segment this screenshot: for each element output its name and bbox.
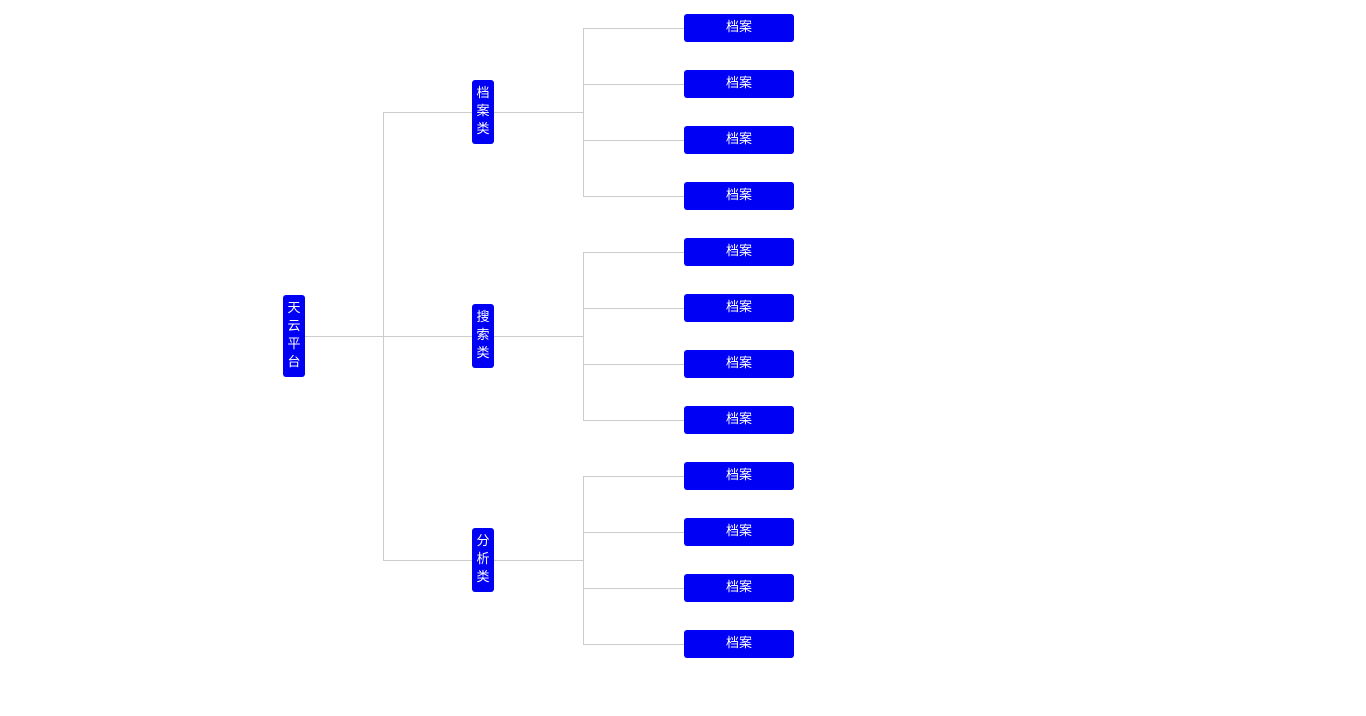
leaf-node[interactable]: 档案 — [684, 406, 794, 434]
root-node[interactable]: 天云平台 — [283, 295, 305, 377]
connector-line — [583, 28, 684, 29]
category-node-2[interactable]: 搜索类 — [472, 304, 494, 368]
connector-line — [583, 644, 684, 645]
leaf-node[interactable]: 档案 — [684, 462, 794, 490]
leaf-node[interactable]: 档案 — [684, 518, 794, 546]
connector-line — [305, 336, 383, 337]
connector-line — [494, 336, 583, 337]
leaf-node[interactable]: 档案 — [684, 294, 794, 322]
connector-line — [583, 252, 584, 421]
category-node-3[interactable]: 分析类 — [472, 528, 494, 592]
connector-line — [583, 476, 584, 645]
connector-line — [583, 28, 584, 197]
connector-line — [383, 112, 384, 561]
category-node-1[interactable]: 档案类 — [472, 80, 494, 144]
leaf-node[interactable]: 档案 — [684, 238, 794, 266]
connector-line — [494, 112, 583, 113]
connector-line — [583, 476, 684, 477]
connector-line — [583, 532, 684, 533]
leaf-node[interactable]: 档案 — [684, 630, 794, 658]
connector-line — [583, 140, 684, 141]
leaf-node[interactable]: 档案 — [684, 126, 794, 154]
connector-line — [583, 588, 684, 589]
connector-line — [583, 364, 684, 365]
leaf-node[interactable]: 档案 — [684, 350, 794, 378]
connector-line — [583, 420, 684, 421]
connector-line — [494, 560, 583, 561]
connector-line — [583, 308, 684, 309]
leaf-node[interactable]: 档案 — [684, 182, 794, 210]
connector-line — [383, 336, 472, 337]
connector-line — [583, 84, 684, 85]
connector-line — [583, 252, 684, 253]
leaf-node[interactable]: 档案 — [684, 574, 794, 602]
connector-line — [383, 112, 472, 113]
connector-line — [383, 560, 472, 561]
leaf-node[interactable]: 档案 — [684, 70, 794, 98]
leaf-node[interactable]: 档案 — [684, 14, 794, 42]
connector-line — [583, 196, 684, 197]
